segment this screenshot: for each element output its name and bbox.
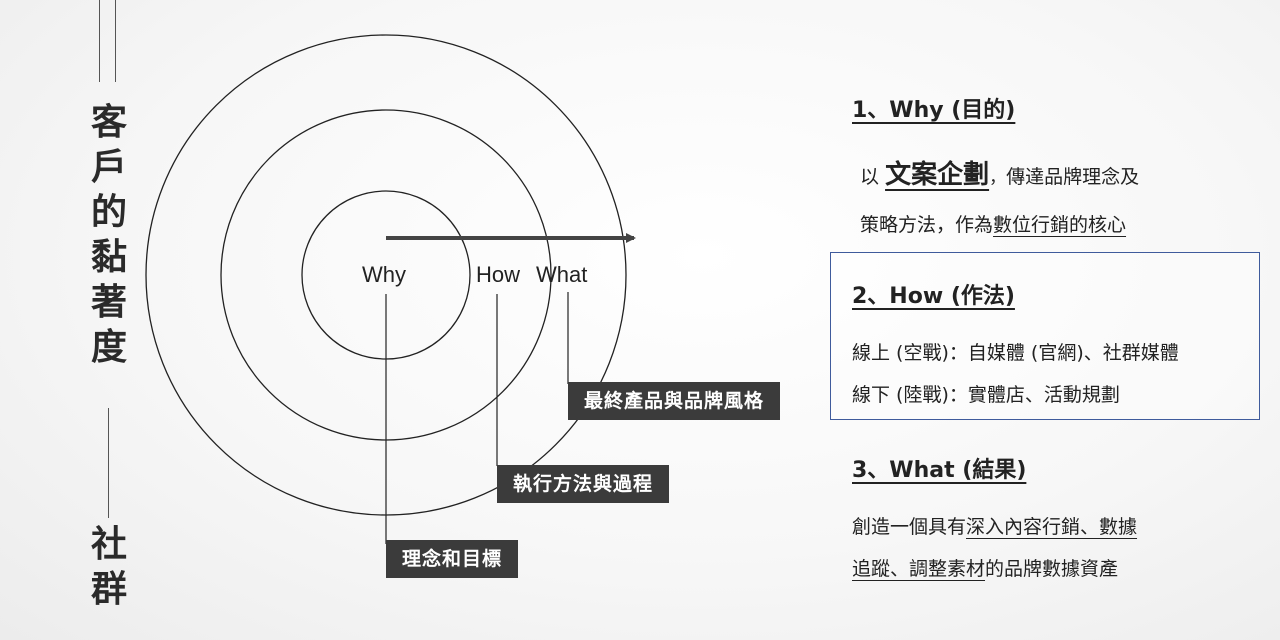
title-char: 黏 (90, 237, 127, 278)
section-why-line2: 策略方法，作為數位行銷的核心 (860, 210, 1126, 237)
title-bottom-chars: 社 群 (84, 522, 134, 612)
title-top-chars: 客 戶 的 黏 著 度 (84, 100, 134, 370)
label-how: How (476, 262, 520, 287)
section-what-line1: 創造一個具有深入內容行銷、數據 (852, 512, 1137, 539)
what-line2-underlined: 追蹤、調整素材 (852, 558, 986, 580)
why-line2-prefix: 策略方法，作為 (860, 214, 994, 236)
what-line1-underlined: 深入內容行銷、數據 (966, 516, 1138, 538)
section-how-line2: 線下 (陸戰)：實體店、活動規劃 (852, 384, 1120, 406)
section-what-line2: 追蹤、調整素材的品牌數據資產 (852, 554, 1118, 581)
tag-why: 理念和目標 (386, 540, 519, 578)
why-line1-suffix: 傳達品牌理念及 (1006, 166, 1140, 188)
label-why: Why (362, 262, 406, 287)
why-line1-sep: ， (989, 168, 1007, 188)
why-line2-underlined: 數位行銷的核心 (993, 214, 1127, 236)
title-middle-line (108, 408, 109, 518)
title-char: 群 (90, 569, 127, 610)
section-how-line1: 線上 (空戰)：自媒體 (官網)、社群媒體 (852, 342, 1179, 364)
title-char: 客 (90, 102, 127, 143)
why-line1-prefix: 以 (860, 166, 880, 188)
title-char: 戶 (90, 147, 127, 188)
section-why-title: 1、Why (目的) (852, 98, 1016, 123)
title-top-line (99, 0, 100, 82)
title-top-line-2 (115, 0, 116, 82)
section-how-title: 2、How (作法) (852, 284, 1015, 309)
title-char: 度 (90, 327, 127, 368)
why-line1-emphasis: 文案企劃 (885, 160, 990, 190)
what-line2-suffix: 的品牌數據資產 (985, 558, 1119, 580)
what-line1-prefix: 創造一個具有 (852, 516, 967, 538)
section-what-title: 3、What (結果) (852, 458, 1027, 483)
tag-what: 最終產品與品牌風格 (568, 382, 781, 420)
title-char: 社 (90, 524, 127, 565)
title-char: 的 (90, 192, 127, 233)
tag-how: 執行方法與過程 (497, 465, 670, 503)
section-how-box (830, 252, 1260, 420)
title-char: 著 (90, 282, 127, 323)
section-why-line1: 以 文案企劃，傳達品牌理念及 (860, 154, 1139, 191)
label-what: What (536, 262, 587, 287)
